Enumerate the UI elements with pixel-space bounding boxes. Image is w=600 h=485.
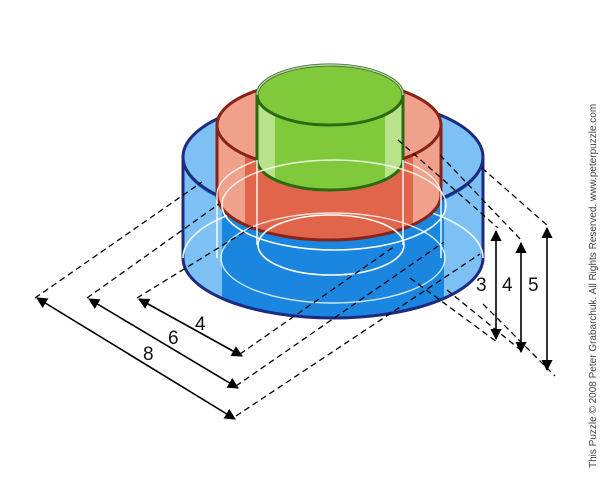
diameter-label-8: 8 <box>143 344 154 365</box>
hidden-edges <box>216 64 442 258</box>
height-label-4: 4 <box>502 275 513 296</box>
diameter-label-4: 4 <box>195 314 206 335</box>
diameter-label-6: 6 <box>168 328 179 349</box>
dimension-extension-lines <box>34 139 556 417</box>
diameter-dimensions <box>36 297 243 420</box>
height-label-3: 3 <box>476 275 487 296</box>
diameter-arrow-4 <box>138 298 243 357</box>
height-label-5: 5 <box>528 275 539 296</box>
inner-cylinder-body <box>257 95 403 190</box>
inner-cylinder <box>255 63 405 192</box>
height-dimensions <box>490 226 553 372</box>
copyright-notice: This Puzzle © 2008 Peter Grabarchuk. All… <box>588 104 599 468</box>
base-projection-rings <box>220 159 447 304</box>
outer-cylinder-bottom-edge <box>181 257 485 320</box>
